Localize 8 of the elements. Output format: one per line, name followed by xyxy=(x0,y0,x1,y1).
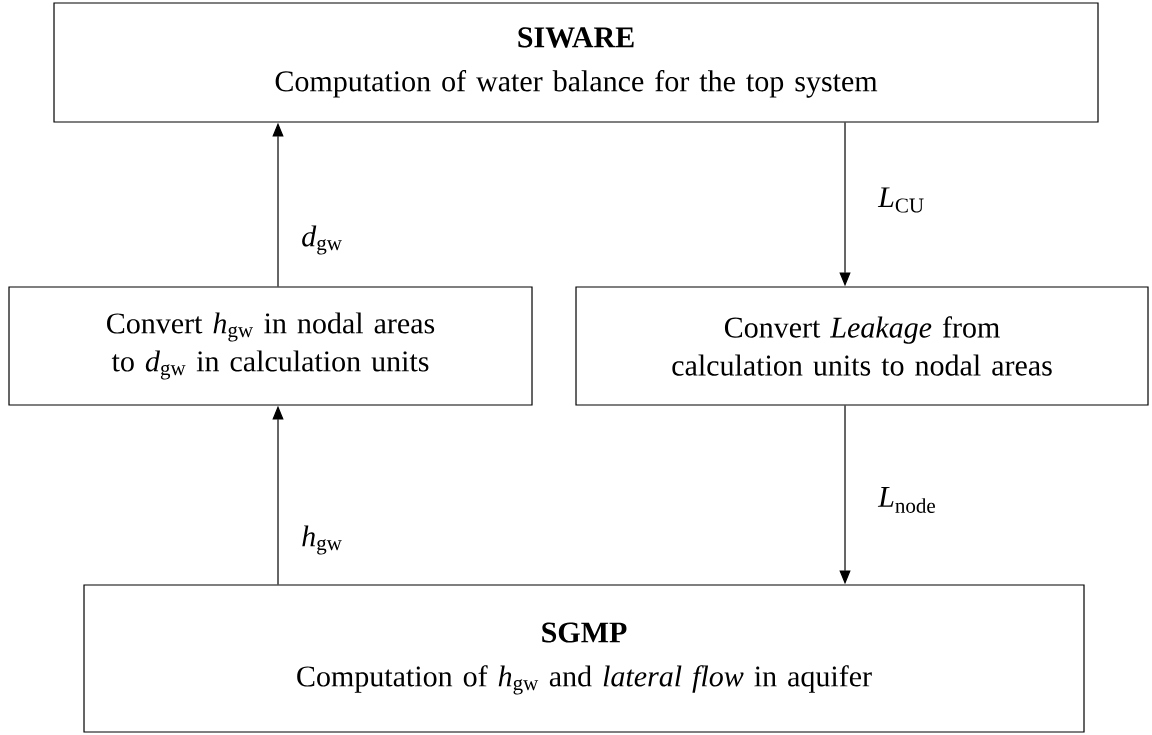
edge-label: h$_{gw}$ xyxy=(302,525,342,555)
edge-label: L$_{CU}$ xyxy=(877,187,924,213)
process-box: Convert h$_{gw}$ in nodal areas to d$_{gw}$ in calculation units xyxy=(8,286,533,406)
process-box: Convert Leakage from calculation units to nodal areas xyxy=(575,286,1149,406)
process-box: SIWARE Computation of water balance for the top system xyxy=(53,2,1099,123)
process-box: SGMP Computation of h$_{gw}$ and lateral flow in aquifer xyxy=(83,584,1085,733)
edge-label: d$_{gw}$ xyxy=(302,225,342,255)
edge-label: L$_{node}$ xyxy=(877,487,935,513)
